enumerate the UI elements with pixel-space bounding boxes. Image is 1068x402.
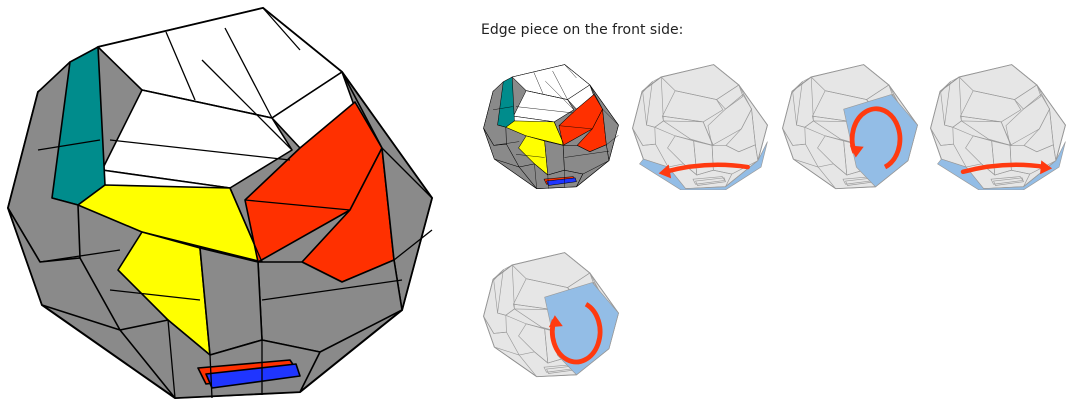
caption: Edge piece on the front side: [481, 22, 683, 38]
puzzle-illustration [0, 0, 440, 402]
step-4-rotate-bottom-right [928, 62, 1068, 202]
step-5-rotate-face-cw [481, 250, 621, 390]
rotate-face-counterclockwise-icon [780, 62, 920, 190]
rotate-bottom-left-icon [630, 62, 770, 190]
step-1-scrambled-puzzle [481, 62, 621, 202]
rotate-bottom-right-icon [928, 62, 1068, 190]
puzzle-facet-gray [545, 141, 565, 175]
step-2-rotate-bottom-left [630, 62, 770, 202]
thumbnail-puzzle-icon [481, 62, 621, 190]
puzzle-facet-gray [200, 248, 262, 355]
step-3-rotate-face-ccw [780, 62, 920, 202]
rotate-face-clockwise-icon [481, 250, 621, 378]
